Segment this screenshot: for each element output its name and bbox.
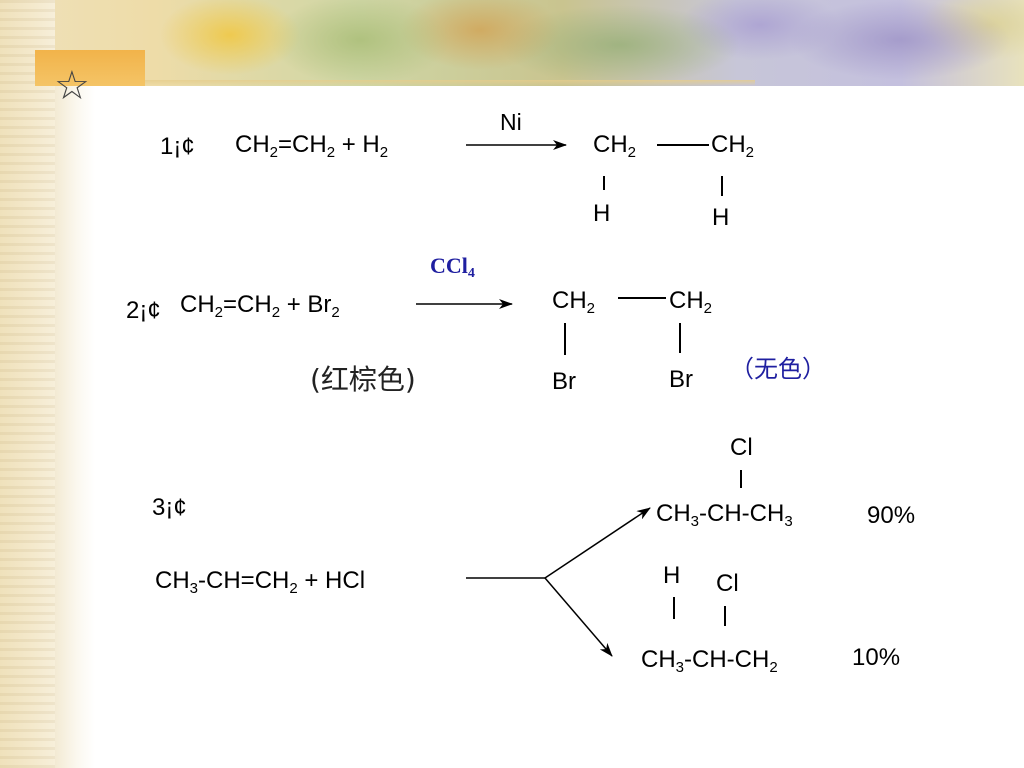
reaction-3-reactants: CH3-CH=CH2 + HCl (155, 567, 366, 597)
reaction-3-minor-h: H (663, 562, 681, 589)
reaction-1-reactants: CH2=CH2 + H2 (235, 131, 389, 161)
header-edge (55, 80, 755, 86)
reaction-2-product-left: CH2 (552, 287, 596, 317)
reaction-3-minor-product: CH3-CH-CH2 (641, 646, 778, 676)
orange-tab-decoration (35, 50, 145, 86)
reaction-3-major-cl-bond (740, 470, 742, 488)
reaction-2-left-br: Br (552, 368, 576, 395)
reaction-3-minor-cl: Cl (716, 570, 739, 597)
reaction-3-minor-cl-bond (724, 606, 726, 626)
left-decorative-strip (0, 0, 55, 768)
star-icon: ☆ (54, 63, 90, 109)
reaction-2-bond (618, 297, 666, 299)
reaction-2-solvent: CCl4 (430, 253, 475, 281)
reaction-3-minor-h-bond (673, 597, 675, 619)
reaction-3-major-percent: 90% (867, 502, 916, 529)
reaction-1-number: 1¡¢ (158, 133, 197, 161)
reaction-2-reactant-color-note: (红棕色) (310, 363, 416, 396)
reaction-2-right-br: Br (669, 366, 693, 393)
reaction-1-product-right: CH2 (711, 131, 755, 161)
reaction-2-product-color-note: （无色） (730, 355, 826, 383)
reaction-2-bond-right-br (679, 323, 681, 353)
reaction-1-catalyst: Ni (500, 109, 522, 135)
reaction-1-bond (657, 144, 709, 146)
reaction-3-major-product: CH3-CH-CH3 (656, 500, 793, 530)
reaction-1-bond-right-h (721, 176, 723, 196)
reaction-2-number: 2¡¢ (124, 297, 163, 325)
reaction-3-major-cl: Cl (730, 434, 753, 461)
reaction-3-minor-percent: 10% (852, 644, 901, 671)
reaction-2-reactants: CH2=CH2 + Br2 (180, 291, 340, 321)
reaction-1-left-h: H (593, 200, 611, 227)
reaction-1-bond-left-h (603, 176, 605, 190)
left-fade (55, 80, 95, 768)
reaction-3-number: 3¡¢ (150, 494, 189, 522)
reaction-2-bond-left-br (564, 323, 566, 355)
reaction-2-product-right: CH2 (669, 287, 713, 317)
decorative-header-collage (0, 0, 1024, 86)
reaction-1-product-left: CH2 (593, 131, 637, 161)
reaction-1-right-h: H (712, 204, 730, 231)
